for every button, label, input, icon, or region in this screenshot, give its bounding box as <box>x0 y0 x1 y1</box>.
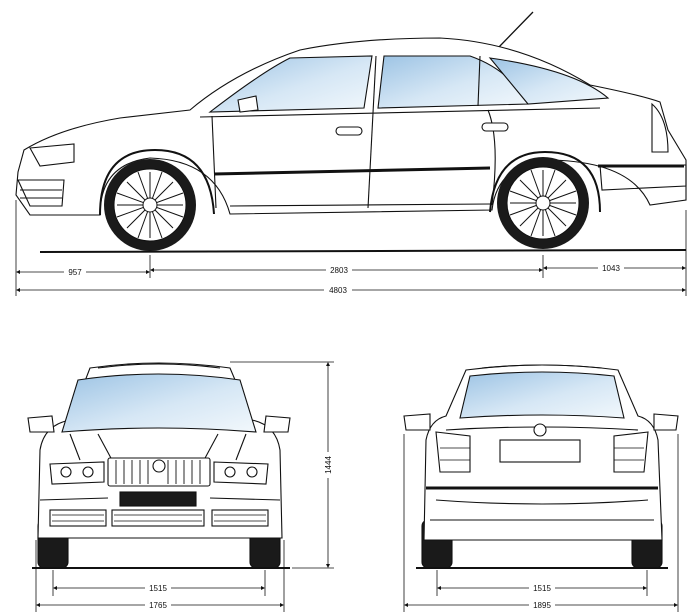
side-wheel-rear <box>497 157 589 249</box>
dim-front-track: 1515 <box>149 584 167 593</box>
dim-wheelbase: 2803 <box>330 266 348 275</box>
side-window-quarter <box>488 57 610 105</box>
side-view <box>15 11 687 216</box>
dim-overall-length: 4803 <box>329 286 347 295</box>
dim-front-overhang: 957 <box>68 268 82 277</box>
dim-front-height: 1444 <box>324 456 333 474</box>
dim-rear-width: 1895 <box>533 601 551 610</box>
antenna <box>497 11 534 49</box>
rear-window <box>459 371 625 419</box>
rear-view <box>403 364 679 569</box>
front-view <box>27 362 291 569</box>
front-windshield <box>61 373 257 433</box>
dim-rear-track: 1515 <box>533 584 551 593</box>
dim-rear-overhang: 1043 <box>602 264 620 273</box>
side-ground-line <box>39 249 687 253</box>
dim-front-width: 1765 <box>149 601 167 610</box>
side-wheel-front <box>104 159 196 251</box>
